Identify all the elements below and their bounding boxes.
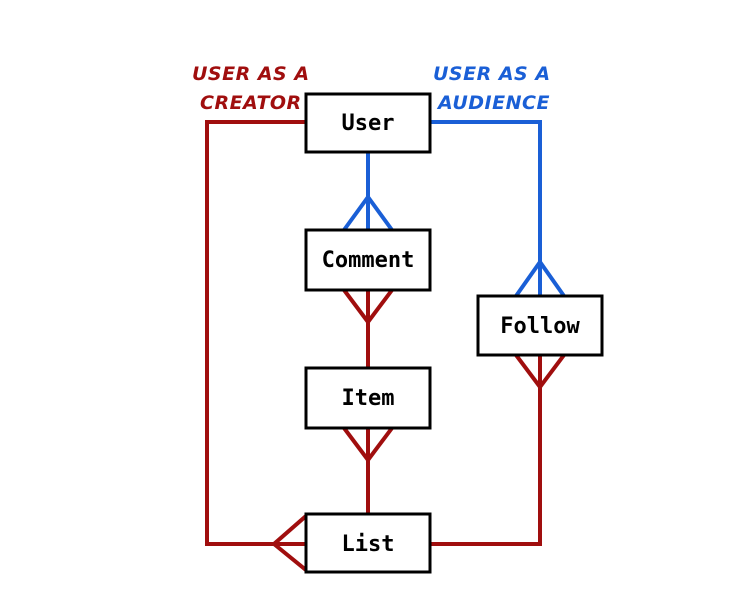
entity-follow[interactable]: Follow <box>476 294 604 357</box>
entity-follow-label: Follow <box>500 314 580 339</box>
audience-note-line2: AUDIENCE <box>436 92 550 114</box>
comment-bottom-crowsfoot <box>341 287 395 326</box>
user-follow-connector <box>428 120 542 298</box>
audience-note-line1: USER AS A <box>433 63 551 85</box>
entity-user[interactable]: User <box>304 92 432 154</box>
entity-comment-label: Comment <box>322 248 415 273</box>
follow-list-connector <box>428 353 542 546</box>
entity-item-label: Item <box>342 386 395 411</box>
comment-crowsfoot <box>341 193 395 233</box>
entity-list-label: List <box>342 532 395 557</box>
creator-note-line1: USER AS A <box>192 63 310 85</box>
user-list-creator-connector <box>205 120 308 546</box>
follow-bottom-crowsfoot <box>513 352 567 391</box>
follow-top-crowsfoot <box>513 258 567 299</box>
item-bottom-crowsfoot <box>341 425 395 464</box>
entity-list[interactable]: List <box>304 512 432 574</box>
entity-user-label: User <box>342 111 395 136</box>
entity-comment[interactable]: Comment <box>304 228 432 292</box>
list-crowsfoot <box>270 513 309 573</box>
creator-note-line2: CREATOR <box>200 92 302 114</box>
entity-item[interactable]: Item <box>304 366 432 430</box>
